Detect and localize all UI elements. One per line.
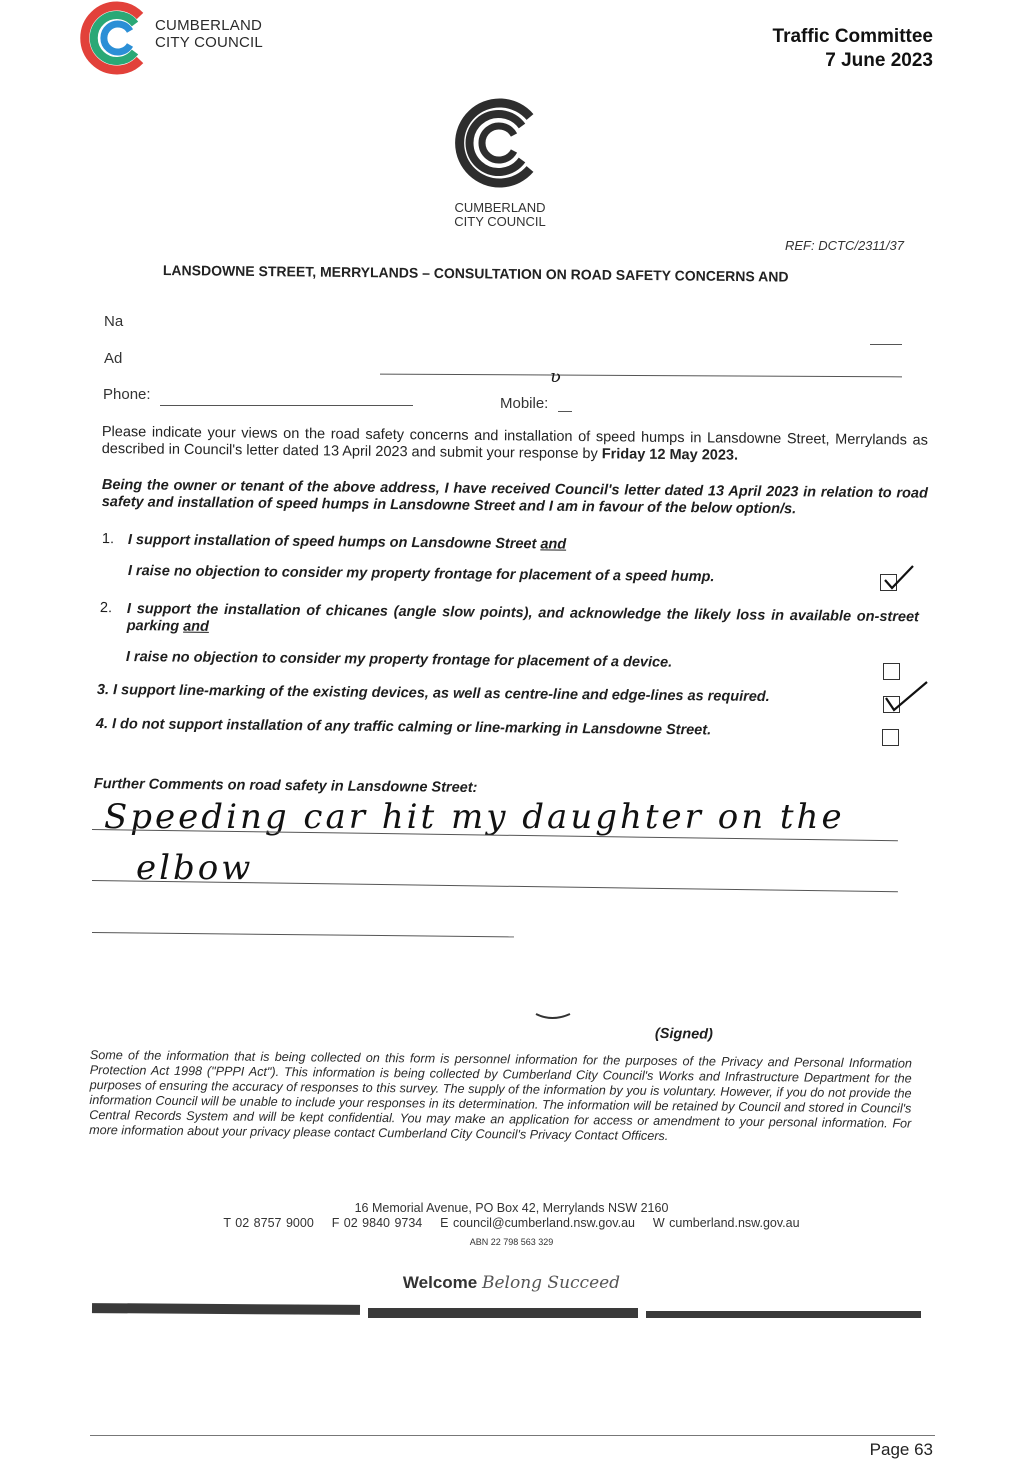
footer-fax: F 02 9840 9734 [331, 1216, 423, 1230]
footer-web[interactable]: W cumberland.nsw.gov.au [652, 1216, 800, 1230]
address-label: Ad [104, 350, 123, 367]
footer-phone: T 02 8757 9000 [223, 1216, 314, 1230]
footer-abn: ABN 22 798 563 329 [469, 1237, 554, 1247]
address-line [380, 373, 902, 378]
committee-name: Traffic Committee [772, 26, 933, 47]
intro-paragraph: Please indicate your views on the road s… [101, 424, 928, 464]
mobile-label: Mobile: [500, 395, 549, 412]
footer-address: 16 Memorial Avenue, PO Box 42, Merryland… [354, 1201, 669, 1215]
page-number: Page 63 [869, 1440, 933, 1459]
name-line-fragment [870, 344, 902, 345]
signature-mark [535, 1013, 571, 1019]
name-label: Na [104, 313, 124, 330]
footer-slogan: Welcome Belong Succeed [402, 1273, 621, 1293]
footer-contacts: T 02 8757 9000 F 02 9840 9734 E council@… [0, 1216, 1023, 1230]
option-2-checkbox[interactable] [883, 663, 900, 680]
signed-label: (Signed) [654, 1026, 713, 1043]
footer-email[interactable]: E council@cumberland.nsw.gov.au [440, 1216, 635, 1230]
handwritten-comment-line1: Speeding car hit my daughter on the [104, 797, 845, 837]
address-handwriting-mark: ʋ [550, 366, 561, 387]
option-4-checkbox[interactable] [882, 729, 899, 746]
privacy-notice: Some of the information that is being co… [89, 1048, 912, 1144]
header-meeting: Traffic Committee 7 June 2023 [773, 25, 933, 73]
option-2-line1: I support the installation of chicanes (… [126, 601, 919, 635]
comment-line-3 [91, 932, 514, 938]
council-logo [78, 0, 154, 76]
comments-label: Further Comments on road safety in Lansd… [93, 776, 478, 797]
option-1-number: 1. [101, 531, 115, 548]
option-1-checkmark [884, 565, 914, 590]
reference-number: REF: DCTC/2311/37 [785, 238, 904, 253]
option-4-line1: 4. I do not support installation of any … [95, 716, 712, 739]
deadline: Friday 12 May 2023. [601, 446, 739, 464]
phone-line [160, 405, 413, 406]
option-2-line2: I raise no objection to consider my prop… [125, 649, 673, 671]
form-org-name: CUMBERLAND CITY COUNCIL [454, 200, 546, 229]
meeting-date: 7 June 2023 [825, 50, 933, 71]
handwritten-comment-line2: elbow [136, 848, 254, 888]
option-3-line1: 3. I support line-marking of the existin… [96, 682, 770, 706]
option-2-number: 2. [99, 600, 113, 617]
option-1-line2: I raise no objection to consider my prop… [127, 563, 715, 586]
option-1-line1: I support installation of speed humps on… [127, 532, 567, 553]
footer-bar-2 [368, 1308, 638, 1318]
form-title: LANSDOWNE STREET, MERRYLANDS – CONSULTAT… [162, 262, 789, 285]
mobile-line [558, 411, 572, 412]
footer-bar-3 [646, 1311, 921, 1318]
declaration-paragraph: Being the owner or tenant of the above a… [101, 477, 928, 518]
option-3-checkmark [885, 681, 928, 712]
page-footer-rule [90, 1435, 935, 1436]
footer-bar-1 [91, 1303, 361, 1315]
header-org-name: CUMBERLAND CITY COUNCIL [155, 17, 263, 51]
form-logo [452, 95, 540, 190]
phone-label: Phone: [103, 386, 151, 403]
